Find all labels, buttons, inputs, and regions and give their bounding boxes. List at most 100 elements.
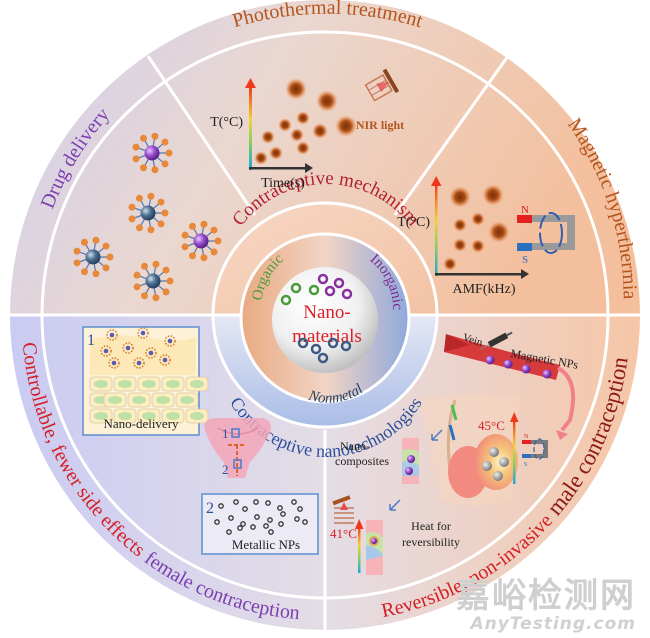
drug-molecule (152, 260, 160, 268)
mag-y-axis-arrow-icon (431, 176, 442, 186)
divider-photo-magnetic (393, 55, 510, 216)
magnetic-np (542, 369, 552, 379)
south-label: S (522, 254, 528, 266)
photo-x-label: Time(s) (261, 176, 305, 191)
cell-nucleus (156, 396, 170, 404)
drug-molecule (189, 222, 196, 230)
mag-y-label: T(°C) (397, 215, 430, 230)
drug-molecule (181, 243, 189, 251)
mag-x-label: AMF(kHz) (453, 282, 516, 297)
heat-particle (453, 218, 467, 232)
drug-molecule (214, 237, 222, 245)
delivery-np-shell (108, 357, 120, 369)
metallic-np (278, 521, 284, 527)
uterus-mark-2: 2 (222, 462, 229, 477)
metallic-np (297, 506, 303, 512)
cell-nucleus (142, 380, 156, 388)
drug-molecule (189, 252, 196, 260)
drug-molecule (128, 215, 136, 223)
drug-molecule (81, 238, 88, 246)
drug-molecule (157, 220, 165, 228)
metallic-np (280, 511, 286, 517)
carrier-core (85, 249, 101, 265)
y-axis-arrow-icon (245, 78, 256, 88)
cell-nucleus (108, 396, 122, 404)
photothermal-panel: T(°C) Time(s) NIR light (210, 68, 404, 191)
carrier-core (144, 145, 160, 161)
drug-molecule (166, 277, 174, 285)
drug-molecule (151, 132, 159, 140)
heat-particle (254, 151, 268, 165)
mag-x-axis (435, 273, 523, 276)
low-temp-scale (355, 519, 364, 573)
drug-molecule (73, 247, 81, 255)
small-nir-laser-icon (332, 495, 354, 524)
heat-particle (312, 123, 328, 139)
temp-high-label: 45°C (478, 418, 505, 433)
magnetic-panel: T(°C) AMF(kHz) N S (397, 176, 575, 297)
metallic-nps-label: Metallic NPs (232, 537, 300, 552)
inorganic-particles (317, 273, 353, 300)
drug-molecule (200, 254, 208, 262)
drug-molecule (161, 138, 169, 146)
delivery-np-shell (145, 347, 157, 359)
mag-x-axis-arrow-icon (521, 269, 529, 279)
cell-nucleus (166, 412, 180, 420)
drug-molecule (92, 270, 100, 278)
drug-molecule (73, 259, 81, 267)
nanocomposites-label-2: composites (335, 454, 389, 468)
drug-carrier (132, 132, 173, 174)
uterus-icon: 1 2 (204, 418, 271, 478)
delivery-np-shell (106, 329, 118, 341)
heat-particle (290, 128, 304, 142)
heat-particle (316, 90, 338, 112)
magnet-icon (517, 212, 575, 254)
photothermal-particles (254, 78, 357, 165)
drug-molecule (147, 192, 155, 200)
metallic-np (253, 499, 259, 505)
magnetic-particles (443, 184, 510, 271)
drug-molecule (136, 194, 143, 202)
temp-low-label: 41°C (330, 526, 357, 541)
nano-delivery-label: Nano-delivery (103, 416, 179, 431)
nanocomposite-vessel (402, 438, 419, 484)
heat-particle (269, 146, 283, 160)
middle-ring (211, 201, 439, 429)
metallic-nps-box: 2 Metallic NPs (201, 493, 319, 555)
x-axis-arrow-icon (305, 163, 313, 173)
drug-molecule (81, 268, 88, 276)
heat-particle (296, 141, 310, 155)
uterus-mark-1: 1 (222, 426, 229, 441)
mag-y-axis (435, 183, 438, 276)
metallic-np (233, 499, 239, 505)
drug-molecule (92, 236, 100, 244)
metallic-np (267, 517, 273, 523)
drug-molecule (181, 231, 189, 239)
heat-particle (449, 186, 471, 208)
cell-nucleus (132, 396, 146, 404)
delivery-np-core (136, 360, 142, 366)
drug-molecule (161, 160, 169, 168)
heat-particle (278, 118, 292, 132)
metallic-np (263, 523, 269, 529)
small-north-label: N (524, 434, 529, 440)
delivery-np-core (125, 345, 131, 351)
box1-number: 1 (87, 332, 95, 349)
drug-carrier (128, 192, 169, 234)
cell-nucleus (142, 412, 156, 420)
drug-molecule (133, 283, 141, 291)
magnetic-np (521, 364, 531, 374)
heat-particle (296, 111, 310, 125)
drug-molecule (102, 264, 110, 272)
heat-particle (443, 257, 457, 271)
drug-molecule (152, 294, 160, 302)
drug-carrier (73, 236, 114, 278)
drug-molecule (128, 203, 136, 211)
drug-molecule (210, 248, 218, 256)
small-south-label: S (524, 462, 527, 468)
nir-laser-icon (364, 68, 400, 102)
delivery-nanoparticles (100, 327, 176, 369)
delivery-np-shell (164, 335, 176, 347)
nano-label-2: materials (292, 326, 362, 347)
organic-particles (280, 282, 320, 306)
